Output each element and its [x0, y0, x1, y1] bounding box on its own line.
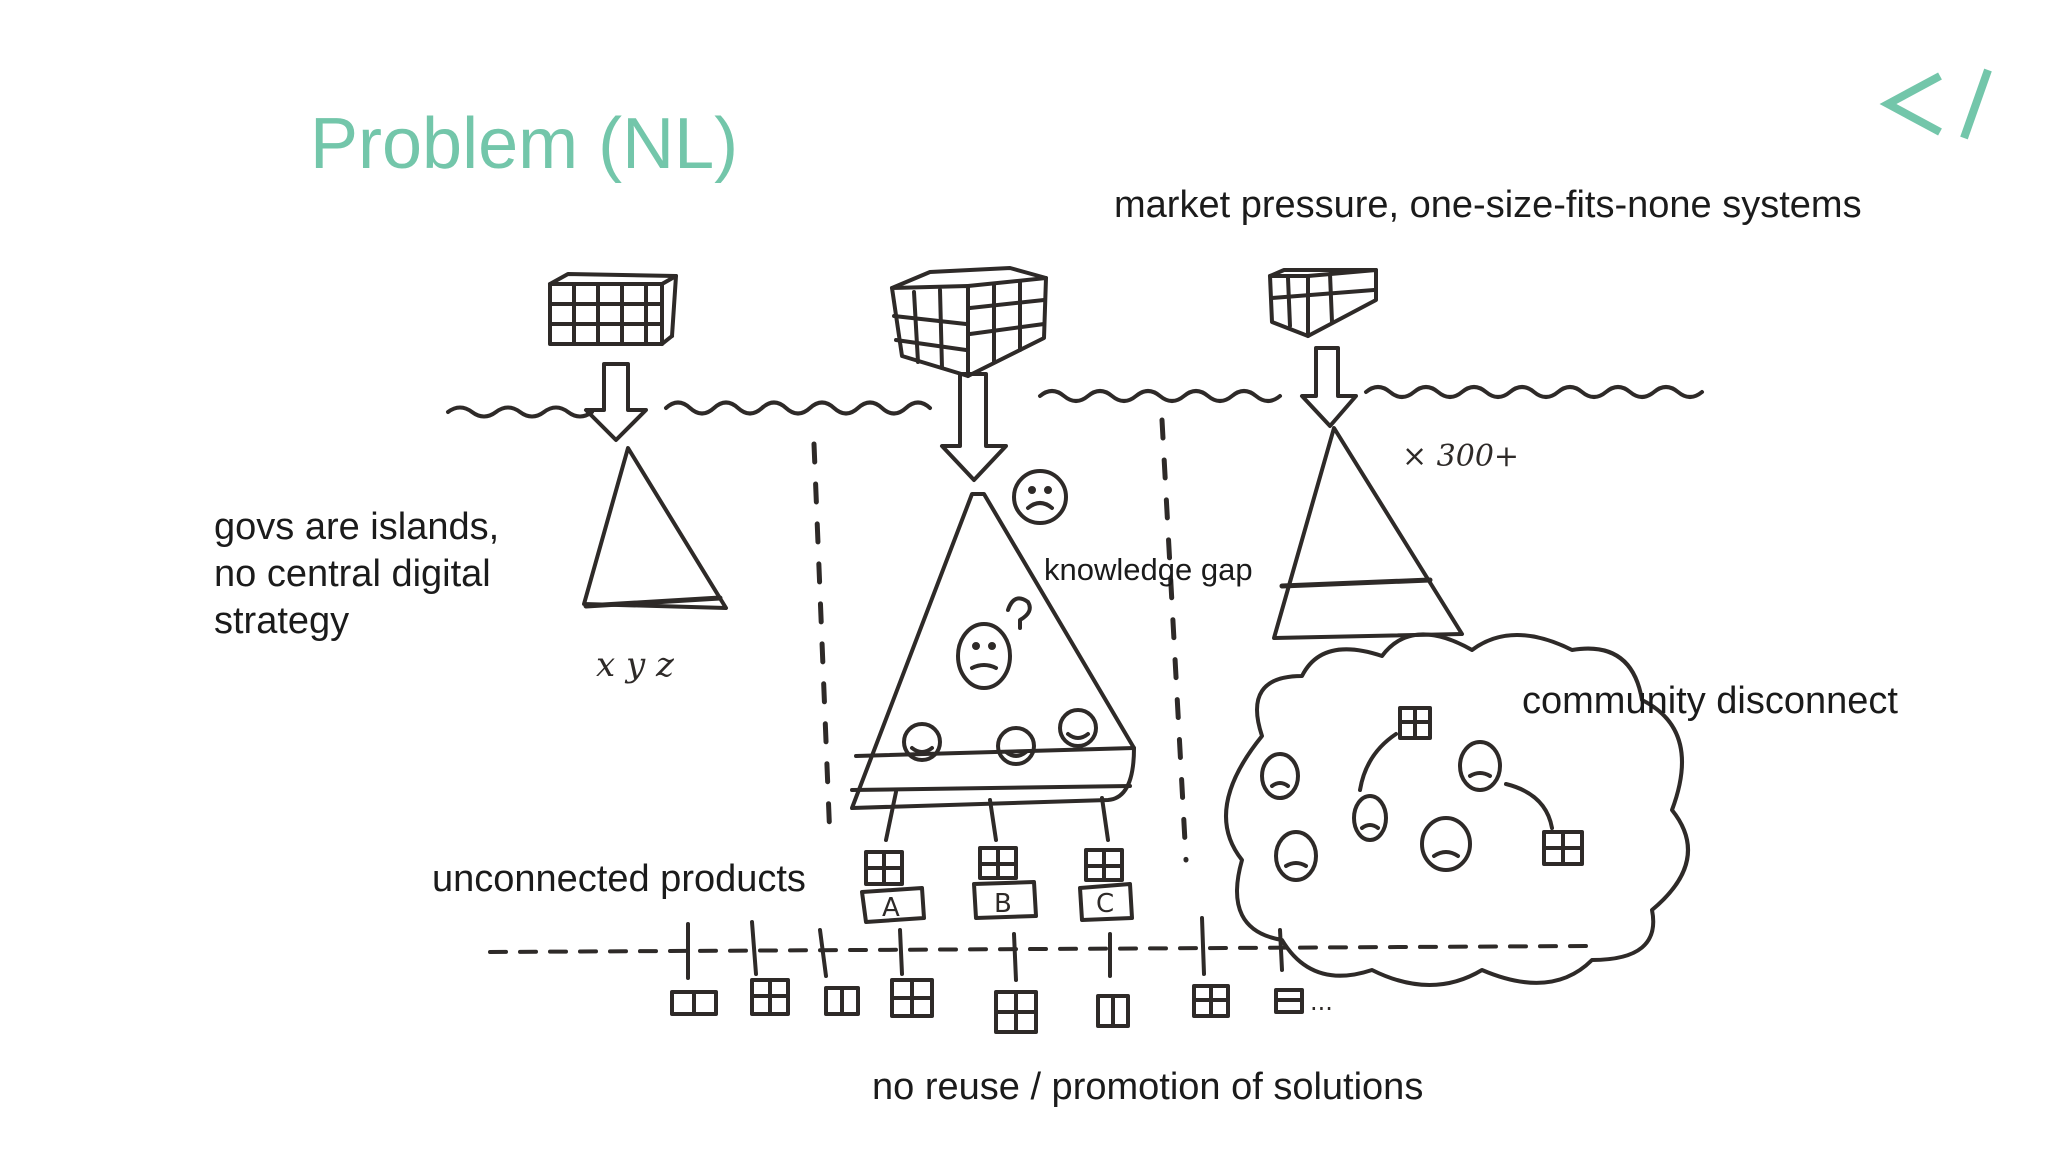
- community-disconnect-label: community disconnect: [1522, 680, 1898, 722]
- knowledge-gap-label: knowledge gap: [1044, 552, 1253, 587]
- down-arrow-right: [1300, 346, 1358, 428]
- bottom-arrow-4: [898, 928, 904, 976]
- bottom-arrow-7: [1200, 916, 1206, 976]
- cloud-sad-face-4: [1420, 816, 1472, 872]
- islands-label: govs are islands, no central digital str…: [214, 506, 500, 642]
- iceberg-right: [1272, 426, 1464, 640]
- bottom-arrow-3: [818, 928, 828, 978]
- product-a-letter: A: [882, 893, 900, 923]
- product-box-c: [1078, 848, 1134, 922]
- bottom-arrow-5: [1012, 932, 1018, 982]
- product-box-b: [972, 846, 1038, 920]
- water-line-middle-right: [1038, 389, 1282, 403]
- down-arrow-left: [584, 362, 648, 442]
- cloud-product-box-2: [1542, 830, 1584, 866]
- separator-right: [1159, 417, 1189, 863]
- arrow-to-product-c: [1100, 796, 1110, 842]
- product-box-a: [860, 850, 926, 924]
- container-box-right: [1268, 268, 1378, 338]
- bottom-dashed-line: [488, 944, 1592, 954]
- person-face-a: [902, 722, 942, 762]
- person-face-b: [996, 726, 1036, 766]
- market-pressure-label: market pressure, one-size-fits-none syst…: [1114, 184, 1862, 226]
- iceberg-middle: [850, 492, 1136, 810]
- cloud-sad-face-1: [1260, 752, 1300, 800]
- bottom-product-box-7: [1192, 984, 1230, 1018]
- bottom-product-box-3: [824, 986, 860, 1016]
- water-line-right: [1364, 385, 1704, 399]
- count-note: × 300+: [1402, 439, 1519, 474]
- cloud-arrow-2: [1504, 782, 1554, 830]
- bottom-product-box-4: [890, 978, 934, 1018]
- bottom-product-box-5: [994, 990, 1038, 1034]
- municipalities-note: x y z: [596, 645, 675, 685]
- unconnected-products-label: unconnected products: [432, 858, 806, 900]
- down-arrow-middle: [940, 372, 1008, 482]
- person-face-c: [1058, 708, 1098, 748]
- sad-face-icon: [1012, 469, 1068, 525]
- water-line-left: [446, 405, 594, 419]
- container-box-middle: [890, 266, 1048, 378]
- ellipsis-note: ...: [1310, 988, 1333, 1016]
- bottom-arrow-8: [1278, 928, 1284, 972]
- bottom-product-box-6: [1096, 994, 1130, 1028]
- arrow-to-product-b: [988, 798, 998, 842]
- cloud-arrow-1: [1358, 732, 1398, 792]
- cloud-sad-face-2: [1458, 740, 1502, 792]
- bottom-arrow-2: [750, 920, 758, 976]
- page-title: Problem (NL): [310, 104, 739, 184]
- no-reuse-label: no reuse / promotion of solutions: [872, 1066, 1424, 1108]
- iceberg-left: [582, 446, 728, 610]
- confused-face-icon: [956, 596, 1032, 690]
- bottom-product-box-1: [670, 990, 718, 1016]
- arrow-to-product-a: [884, 790, 898, 842]
- bottom-product-box-8: [1274, 988, 1304, 1014]
- cloud-sad-face-5: [1274, 830, 1318, 882]
- code-brackets-icon: [1879, 68, 1992, 140]
- container-box-left: [548, 272, 678, 346]
- product-b-letter: B: [994, 889, 1012, 919]
- water-line-middle: [664, 400, 932, 416]
- separator-left: [811, 441, 833, 843]
- product-c-letter: C: [1096, 889, 1114, 919]
- bottom-product-box-2: [750, 978, 790, 1016]
- cloud-product-box-1: [1398, 706, 1432, 740]
- cloud-sad-face-3: [1352, 794, 1388, 842]
